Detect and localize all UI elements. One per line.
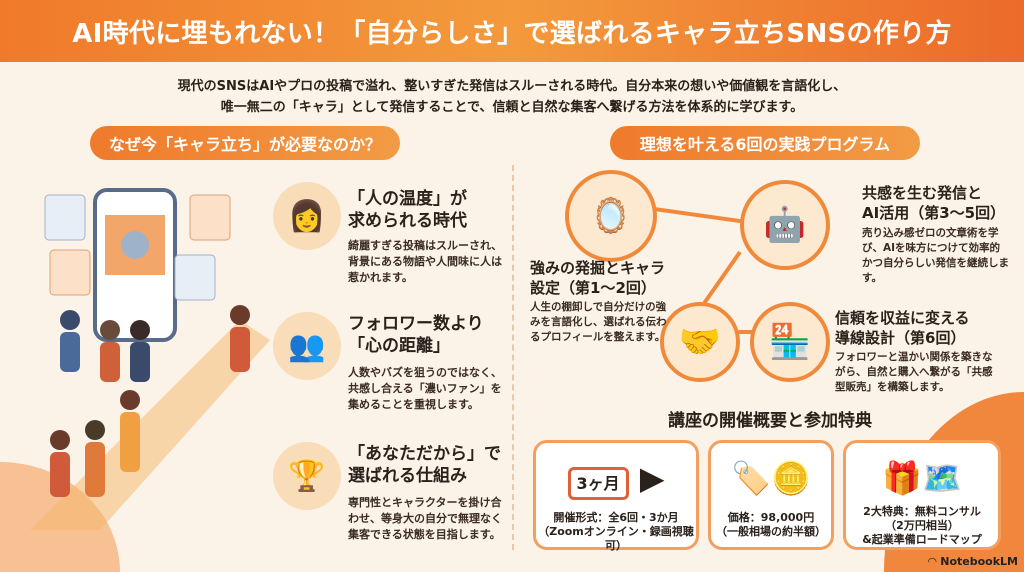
- gift-map-icon: 🎁🗺️: [882, 459, 962, 497]
- logo-text: NotebookLM: [940, 555, 1018, 568]
- people-connected-icon: 👥: [273, 312, 341, 380]
- intro-line: 現代のSNSはAIやプロの投稿で溢れ、整いすぎた発信はスルーされる時代。自分本来…: [177, 79, 847, 94]
- reason-title: 「人の温度」が 求められる時代: [348, 189, 467, 231]
- reason-desc: 専門性とキャラクターを掛け合わせ、等身大の自分で無理なく集客できる状態を目指しま…: [348, 496, 502, 541]
- overview-card-bonus: 🎁🗺️ 2大特典：無料コンサル （2万円相当） &起業準備ロードマップ: [843, 440, 1001, 550]
- step-desc: 売り込み感ゼロの文章術を学び、AIを味方につけて効率的かつ自分らしい発信を継続し…: [862, 227, 1009, 284]
- divider: [512, 165, 514, 550]
- title-bar: AI時代に埋もれない！「自分らしさ」で選ばれるキャラ立ちSNSの作り方: [0, 0, 1024, 62]
- notebooklm-logo: ◠ NotebookLM: [927, 555, 1018, 568]
- left-section-heading: なぜ今「キャラ立ち」が必要なのか？: [90, 126, 400, 160]
- intro-line: 唯一無二の「キャラ」として発信することで、信頼と自然な集客へ繋げる方法を体系的に…: [220, 100, 804, 115]
- mirror-icon: 🪞: [565, 170, 657, 262]
- card-line: &起業準備ロードマップ: [862, 533, 982, 546]
- overview-heading: 講座の開催概要と参加特典: [668, 411, 872, 431]
- reason-title: 「あなただから」で 選ばれる仕組み: [348, 444, 501, 486]
- intro-text: 現代のSNSはAIやプロの投稿で溢れ、整いすぎた発信はスルーされる時代。自分本来…: [150, 76, 874, 118]
- handshake-icon: 🤝: [660, 302, 740, 382]
- robot-icon: 🤖: [740, 180, 830, 270]
- card-line: 2大特典：無料コンサル: [863, 505, 981, 518]
- podium-magnet-icon: 🏆: [273, 442, 341, 510]
- step-title: 信頼を収益に変える 導線設計（第6回）: [835, 309, 970, 347]
- card-line: （Zoomオンライン・録画視聴可）: [538, 525, 694, 552]
- card-line: 価格：98,000円: [727, 511, 815, 524]
- right-section-heading: 理想を叶える6回の実践プログラム: [610, 126, 920, 160]
- calendar-badge: 3ヶ月: [567, 467, 629, 500]
- overview-card-format: 3ヶ月 ▶ 開催形式：全6回・3か月 （Zoomオンライン・録画視聴可）: [533, 440, 699, 552]
- shop-icon: 🏪: [750, 302, 830, 382]
- card-line: （2万円相当）: [885, 519, 959, 532]
- card-line: （一般相場の約半額）: [716, 525, 826, 538]
- reason-desc: 人数やバズを狙うのではなく、共感し合える「濃いファン」を集めることを重視します。: [348, 366, 502, 411]
- card-line: 開催形式：全6回・3か月: [553, 511, 679, 524]
- step-desc: 人生の棚卸しで自分だけの強みを言語化し、選ばれる伝わるプロフィールを整えます。: [530, 301, 667, 343]
- woman-heart-icon: 👩: [273, 182, 341, 250]
- step-desc: フォロワーと温かい関係を築きながら、自然と購入へ繋がる「共感型販売」を構築します…: [835, 351, 993, 393]
- step-title: 共感を生む発信と AI活用（第3〜5回）: [862, 184, 1006, 222]
- page-title: AI時代に埋もれない！「自分らしさ」で選ばれるキャラ立ちSNSの作り方: [72, 18, 952, 49]
- reason-title: フォロワー数より 「心の距離」: [348, 314, 484, 356]
- calendar-play-icon: 3ヶ月 ▶: [536, 453, 696, 509]
- sns-crowd-illustration: [30, 188, 270, 530]
- reason-desc: 綺麗すぎる投稿はスルーされ、背景にある物語や人間味に人は惹かれます。: [348, 239, 503, 284]
- price-tag-icon: 🏷️🪙: [731, 459, 811, 497]
- step-title: 強みの発掘とキャラ 設定（第1〜2回）: [530, 259, 666, 297]
- overview-card-price: 🏷️🪙 価格：98,000円 （一般相場の約半額）: [708, 440, 834, 550]
